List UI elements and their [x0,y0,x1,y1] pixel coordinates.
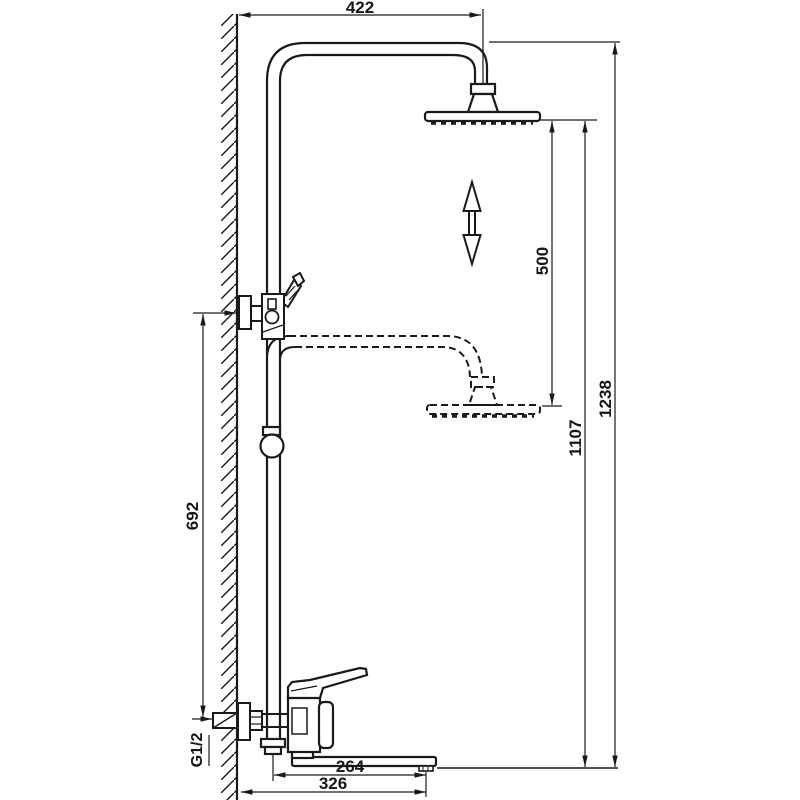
wall-bracket [238,295,252,330]
adjustability-arrow [462,178,482,268]
wall-hatch [221,14,237,800]
overhead-shower-head [423,82,542,125]
wall-flange [237,702,251,741]
ball-joint [259,433,285,459]
pipe-outer-line [265,41,489,746]
arrow-head-up [462,178,482,212]
dim-label-264: 264 [336,757,365,776]
lowered-arm-elbow [266,335,296,360]
mixer-body-panel [291,707,308,735]
dim-label-1107: 1107 [566,420,585,457]
diverter-knob [317,700,335,750]
column-bottom-nut [259,737,287,749]
slider-pin [267,298,277,310]
pipe-inner-line [278,53,477,746]
phantom-arm-bottom [295,346,471,378]
dim-label-422: 422 [346,0,374,17]
arrow-head-down [462,234,482,268]
mixer-lever-handle [286,666,369,700]
slider-bracket-group [238,271,306,340]
phantom-head-disc [426,404,541,415]
lowered-shower-head-phantom [289,335,541,418]
phantom-arm-top [289,335,483,378]
aerator [418,765,434,772]
inlet-section-line [212,712,238,729]
shower-column-pipe [265,41,489,746]
head-collar-nut [469,82,497,96]
slider-knob [264,309,280,325]
wall-inlet-group [212,702,289,741]
diverter-handle-cap [291,271,306,288]
dim-label-692: 692 [183,502,202,530]
diverter-handle [279,278,303,309]
dim-label-1238: 1238 [596,380,615,418]
head-disc [423,110,542,123]
dimension-labels: 422 500 1107 1238 692 G1/2 264 326 [183,0,615,793]
hex-nut [249,710,263,731]
phantom-collar [470,376,495,388]
ball-joint-group [259,425,285,459]
head-cone-connector [466,92,500,114]
dim-label-500: 500 [533,247,552,275]
dim-label-g12: G1/2 [189,733,206,768]
mixer-faucet-group [259,666,438,772]
column-bottom-outlet [263,745,283,756]
spout [290,755,438,768]
dim-label-326: 326 [319,774,347,793]
wall-section [221,14,239,800]
